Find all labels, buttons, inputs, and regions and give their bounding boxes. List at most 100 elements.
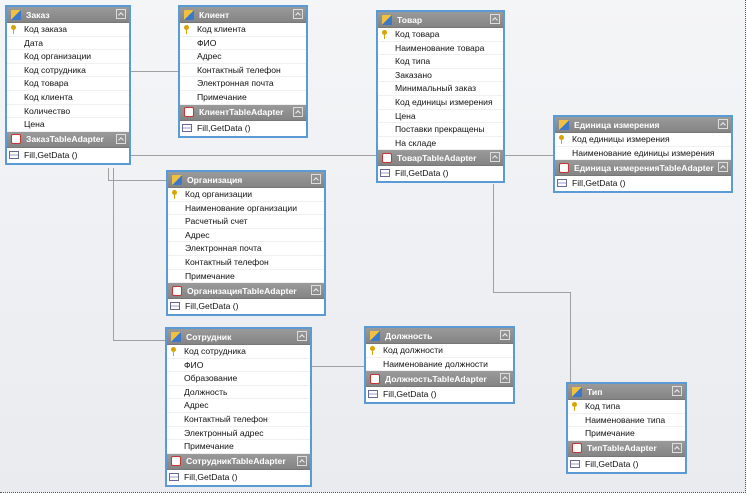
field-row[interactable]: Код единицы измерения	[555, 133, 731, 147]
relation-line[interactable]	[113, 340, 165, 341]
relation-line[interactable]	[113, 168, 114, 341]
collapse-icon[interactable]	[672, 442, 682, 453]
collapse-icon[interactable]	[500, 330, 510, 340]
field-row[interactable]: На складе	[378, 137, 503, 151]
field-row[interactable]: Наименование товара	[378, 42, 503, 56]
field-row[interactable]: Код товара	[378, 28, 503, 42]
field-row[interactable]: Электронная почта	[180, 77, 306, 91]
field-row[interactable]: Цена	[378, 110, 503, 124]
collapse-icon[interactable]	[297, 455, 307, 466]
adapter-header[interactable]: ЗаказTableAdapter	[7, 131, 129, 148]
field-row[interactable]: Адрес	[180, 50, 306, 64]
field-row[interactable]: Электронный адрес	[167, 427, 310, 441]
field-row[interactable]: Код клиента	[7, 91, 129, 105]
adapter-header[interactable]: ДолжностьTableAdapter	[366, 371, 513, 388]
field-row[interactable]: Должность	[167, 386, 310, 400]
adapter-header[interactable]: СотрудникTableAdapter	[167, 453, 310, 470]
relation-line[interactable]	[504, 155, 553, 156]
field-row[interactable]: Контактный телефон	[180, 64, 306, 78]
field-row[interactable]: Наименование единицы измерения	[555, 147, 731, 161]
collapse-icon[interactable]	[500, 373, 510, 384]
field-row[interactable]: Код клиента	[180, 23, 306, 37]
field-row[interactable]: ФИО	[167, 359, 310, 373]
collapse-icon[interactable]	[293, 9, 303, 19]
field-row[interactable]: Примечание	[167, 440, 310, 454]
field-row[interactable]: Адрес	[168, 229, 324, 243]
field-row[interactable]: Адрес	[167, 399, 310, 413]
collapse-icon[interactable]	[297, 331, 307, 341]
field-row[interactable]: Контактный телефон	[167, 413, 310, 427]
query-row[interactable]: Fill,GetData ()	[180, 121, 306, 136]
field-row[interactable]: Образование	[167, 372, 310, 386]
query-row[interactable]: Fill,GetData ()	[555, 176, 731, 191]
query-row[interactable]: Fill,GetData ()	[366, 387, 513, 402]
field-row[interactable]: Заказано	[378, 69, 503, 83]
table-header[interactable]: Должность	[366, 328, 513, 344]
collapse-icon[interactable]	[293, 106, 303, 117]
field-row[interactable]: Количество	[7, 105, 129, 119]
field-row[interactable]: Код типа	[378, 55, 503, 69]
field-row[interactable]: Примечание	[180, 91, 306, 105]
collapse-icon[interactable]	[116, 133, 126, 144]
field-row[interactable]: Код единицы измерения	[378, 96, 503, 110]
collapse-icon[interactable]	[311, 174, 321, 184]
field-row[interactable]: Контактный телефон	[168, 256, 324, 270]
query-row[interactable]: Fill,GetData ()	[568, 457, 685, 472]
adapter-header[interactable]: ОрганизацияTableAdapter	[168, 283, 324, 300]
field-row[interactable]: Дата	[7, 37, 129, 51]
field-row[interactable]: Примечание	[568, 427, 685, 441]
adapter-header[interactable]: ТипTableAdapter	[568, 440, 685, 457]
collapse-icon[interactable]	[490, 14, 500, 24]
relation-line[interactable]	[570, 292, 571, 382]
relation-line[interactable]	[130, 71, 178, 72]
field-row[interactable]: Код организации	[168, 188, 324, 202]
field-row[interactable]: Код должности	[366, 344, 513, 358]
collapse-icon[interactable]	[672, 386, 682, 396]
field-row[interactable]: Код заказа	[7, 23, 129, 37]
collapse-icon[interactable]	[718, 162, 728, 173]
relation-line[interactable]	[493, 184, 494, 292]
field-row[interactable]: ФИО	[180, 37, 306, 51]
table-header[interactable]: Тип	[568, 384, 685, 400]
relation-line[interactable]	[130, 155, 376, 156]
table-header[interactable]: Товар	[378, 12, 503, 28]
table-header[interactable]: Сотрудник	[167, 329, 310, 345]
field-row[interactable]: Код организации	[7, 50, 129, 64]
collapse-icon[interactable]	[311, 285, 321, 296]
field-row[interactable]: Код товара	[7, 77, 129, 91]
relation-line[interactable]	[493, 292, 570, 293]
field-row[interactable]: Код сотрудника	[167, 345, 310, 359]
adapter-header[interactable]: ТоварTableAdapter	[378, 150, 503, 167]
query-row[interactable]: Fill,GetData ()	[168, 299, 324, 314]
field-row[interactable]: Расчетный счет	[168, 215, 324, 229]
field-row[interactable]: Минимальный заказ	[378, 82, 503, 96]
query-row[interactable]: Fill,GetData ()	[7, 148, 129, 163]
collapse-icon[interactable]	[116, 9, 126, 19]
query-row[interactable]: Fill,GetData ()	[378, 166, 503, 181]
table-header[interactable]: Клиент	[180, 7, 306, 23]
field-row[interactable]: Наименование организации	[168, 202, 324, 216]
field-row[interactable]: Поставки прекращены	[378, 123, 503, 137]
query-row[interactable]: Fill,GetData ()	[167, 470, 310, 485]
field-row[interactable]: Наименование должности	[366, 358, 513, 372]
relation-line[interactable]	[108, 180, 166, 181]
table-header[interactable]: Организация	[168, 172, 324, 188]
relation-line[interactable]	[108, 168, 109, 181]
adapter-header[interactable]: КлиентTableAdapter	[180, 104, 306, 121]
relation-line[interactable]	[311, 366, 364, 367]
field-row[interactable]: Электронная почта	[168, 242, 324, 256]
collapse-icon[interactable]	[490, 152, 500, 163]
field-row[interactable]: Код сотрудника	[7, 64, 129, 78]
table-header[interactable]: Заказ	[7, 7, 129, 23]
table-header[interactable]: Единица измерения	[555, 117, 731, 133]
field-row[interactable]: Цена	[7, 118, 129, 132]
field-row[interactable]: Наименование типа	[568, 414, 685, 428]
